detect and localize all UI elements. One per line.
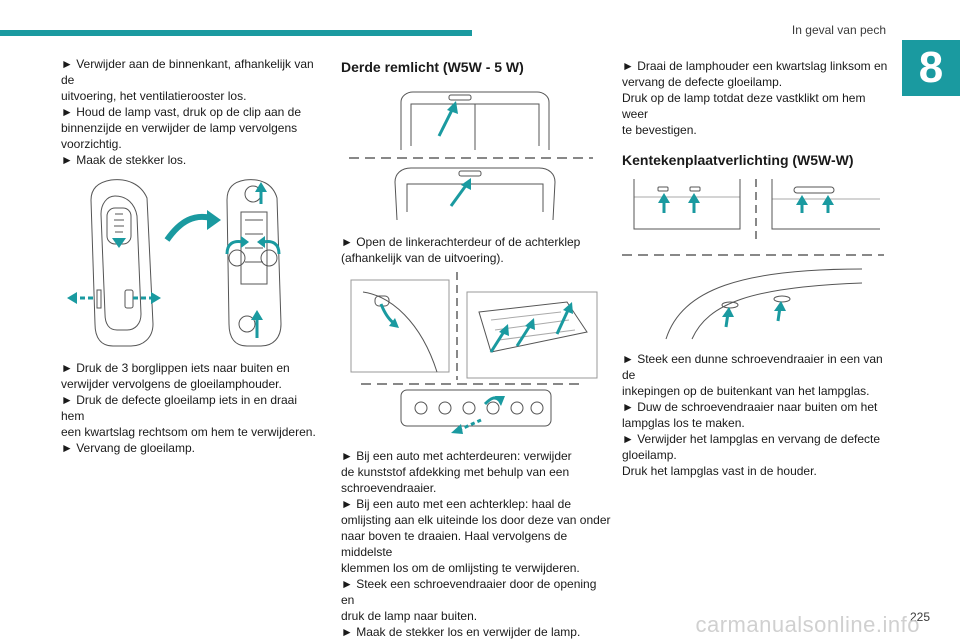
- text-line: vervang de defecte gloeilamp.: [622, 75, 783, 89]
- text-line: binnenzijde en verwijder de lamp vervolg…: [61, 121, 298, 135]
- cover-removal-illustration: [350, 272, 598, 434]
- text-line: een kwartslag rechtsom om hem te verwijd…: [61, 425, 316, 439]
- col2-text-b: ► Bij een auto met achterdeuren: verwijd…: [341, 448, 611, 640]
- license-plate-light-heading: Kentekenplaatverlichting (W5W-W): [622, 152, 854, 168]
- third-brake-light-location-illustration: [349, 91, 593, 221]
- third-brake-light-heading: Derde remlicht (W5W - 5 W): [341, 59, 524, 75]
- text-line: ► Druk de 3 borglippen iets naar buiten …: [61, 361, 290, 375]
- page-number: 225: [909, 610, 930, 624]
- text-line: de kunststof afdekking met behulp van ee…: [341, 465, 570, 479]
- text-line: ► Bij een auto met achterdeuren: verwijd…: [341, 449, 572, 463]
- watermark: carmanualsonline.info: [695, 612, 920, 637]
- col2-text-a: ► Open de linkerachterdeur of de achterk…: [341, 234, 611, 266]
- tail-lamp-removal-illustration: [67, 179, 282, 347]
- text-line: uitvoering, het ventilatierooster los.: [61, 89, 247, 103]
- text-line: verwijder vervolgens de gloeilamphouder.: [61, 377, 282, 391]
- text-line: (afhankelijk van de uitvoering).: [341, 251, 504, 265]
- text-line: voorzichtig.: [61, 137, 122, 151]
- text-line: ► Verwijder het lampglas en vervang de d…: [622, 432, 881, 446]
- text-line: ► Steek een dunne schroevendraaier in ee…: [622, 352, 883, 382]
- text-line: omlijsting aan elk uiteinde los door dez…: [341, 513, 611, 527]
- top-accent-bar: [0, 30, 472, 36]
- text-line: ► Houd de lamp vast, druk op de clip aan…: [61, 105, 302, 119]
- text-line: ► Maak de stekker los en verwijder de la…: [341, 625, 581, 639]
- text-line: lampglas los te maken.: [622, 416, 745, 430]
- text-line: ► Duw de schroevendraaier naar buiten om…: [622, 400, 878, 414]
- text-line: te bevestigen.: [622, 123, 697, 137]
- column-3: ► Draai de lamphouder een kwartslag link…: [622, 58, 892, 479]
- col3-text-b: ► Steek een dunne schroevendraaier in ee…: [622, 351, 892, 479]
- text-line: ► Vervang de gloeilamp.: [61, 441, 195, 455]
- text-line: Druk het lampglas vast in de houder.: [622, 464, 817, 478]
- text-line: druk de lamp naar buiten.: [341, 609, 478, 623]
- text-line: ► Druk de defecte gloeilamp iets in en d…: [61, 393, 298, 423]
- text-line: ► Steek een schroevendraaier door de ope…: [341, 577, 597, 607]
- text-line: inkepingen op de buitenkant van het lamp…: [622, 384, 870, 398]
- col3-text-a: ► Draai de lamphouder een kwartslag link…: [622, 58, 892, 138]
- col1-top-text: ► Verwijder aan de binnenkant, afhankeli…: [61, 56, 321, 168]
- section-title: In geval van pech: [791, 23, 886, 37]
- text-line: ► Draai de lamphouder een kwartslag link…: [622, 59, 888, 73]
- text-line: naar boven te draaien. Haal vervolgens d…: [341, 529, 568, 559]
- text-line: gloeilamp.: [622, 448, 677, 462]
- license-plate-light-illustration: [622, 179, 884, 340]
- text-line: klemmen los om de omlijsting te verwijde…: [341, 561, 580, 575]
- text-line: schroevendraaier.: [341, 481, 437, 495]
- text-line: ► Maak de stekker los.: [61, 153, 187, 167]
- column-2: Derde remlicht (W5W - 5 W) ► Open de lin…: [341, 58, 611, 640]
- text-line: ► Bij een auto met een achterklep: haal …: [341, 497, 572, 511]
- text-line: Druk op de lamp totdat deze vastklikt om…: [622, 91, 866, 121]
- text-line: ► Open de linkerachterdeur of de achterk…: [341, 235, 581, 249]
- column-1: ► Verwijder aan de binnenkant, afhankeli…: [61, 56, 321, 456]
- col1-bottom-text: ► Druk de 3 borglippen iets naar buiten …: [61, 360, 321, 456]
- text-line: ► Verwijder aan de binnenkant, afhankeli…: [61, 57, 314, 87]
- chapter-number-badge: 8: [902, 40, 960, 96]
